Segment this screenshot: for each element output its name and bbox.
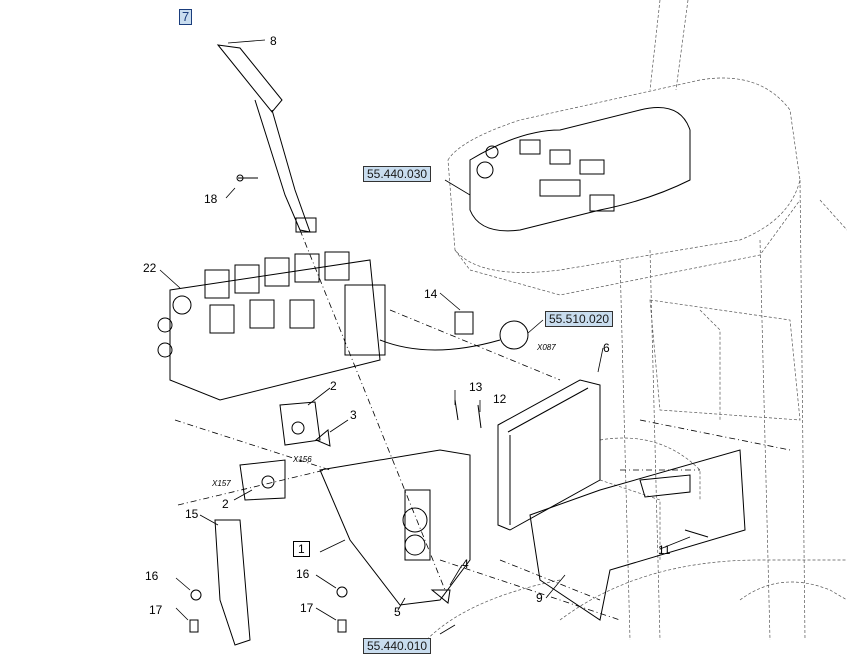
callout-5: 5: [394, 605, 401, 619]
reference-box-console[interactable]: 55.440.030: [363, 166, 432, 182]
console-drawing: [469, 107, 691, 232]
bracket-drawing: [214, 311, 746, 646]
ecu-drawing: [497, 379, 601, 531]
callout-2-upper: 2: [330, 379, 337, 393]
callout-14: 14: [424, 287, 438, 301]
callout-6: 6: [603, 341, 610, 355]
assembly-box: 1: [293, 541, 310, 557]
callout-16-left: 16: [145, 569, 159, 583]
connector-label-x156: X156: [293, 455, 312, 464]
callout-13: 13: [469, 380, 483, 394]
callout-9: 9: [536, 591, 543, 605]
callout-2-lower: 2: [222, 497, 229, 511]
figure-number: 7: [179, 9, 193, 25]
callout-4: 4: [462, 557, 469, 571]
callout-18: 18: [204, 192, 218, 206]
fasteners-drawing: [189, 399, 709, 633]
callout-8: 8: [270, 34, 277, 48]
reference-box-bottom[interactable]: 55.440.010: [363, 638, 432, 654]
callout-12: 12: [493, 392, 507, 406]
callout-22: 22: [143, 261, 157, 275]
callout-15: 15: [185, 507, 199, 521]
callout-17-right: 17: [300, 601, 314, 615]
ghost-outline-cab: [419, 0, 847, 647]
connector-label-x087: X087: [537, 343, 556, 352]
assembly-lines: [174, 229, 791, 621]
connector-label-x157: X157: [212, 479, 231, 488]
callout-16-right: 16: [296, 567, 310, 581]
harness-drawing: [157, 251, 529, 401]
callout-11: 11: [658, 543, 671, 557]
leader-lines: [159, 39, 691, 635]
callout-3: 3: [350, 408, 357, 422]
callout-17-left: 17: [149, 603, 163, 617]
reference-box-connector[interactable]: 55.510.020: [545, 311, 614, 327]
shift-lever-drawing: [216, 44, 317, 233]
